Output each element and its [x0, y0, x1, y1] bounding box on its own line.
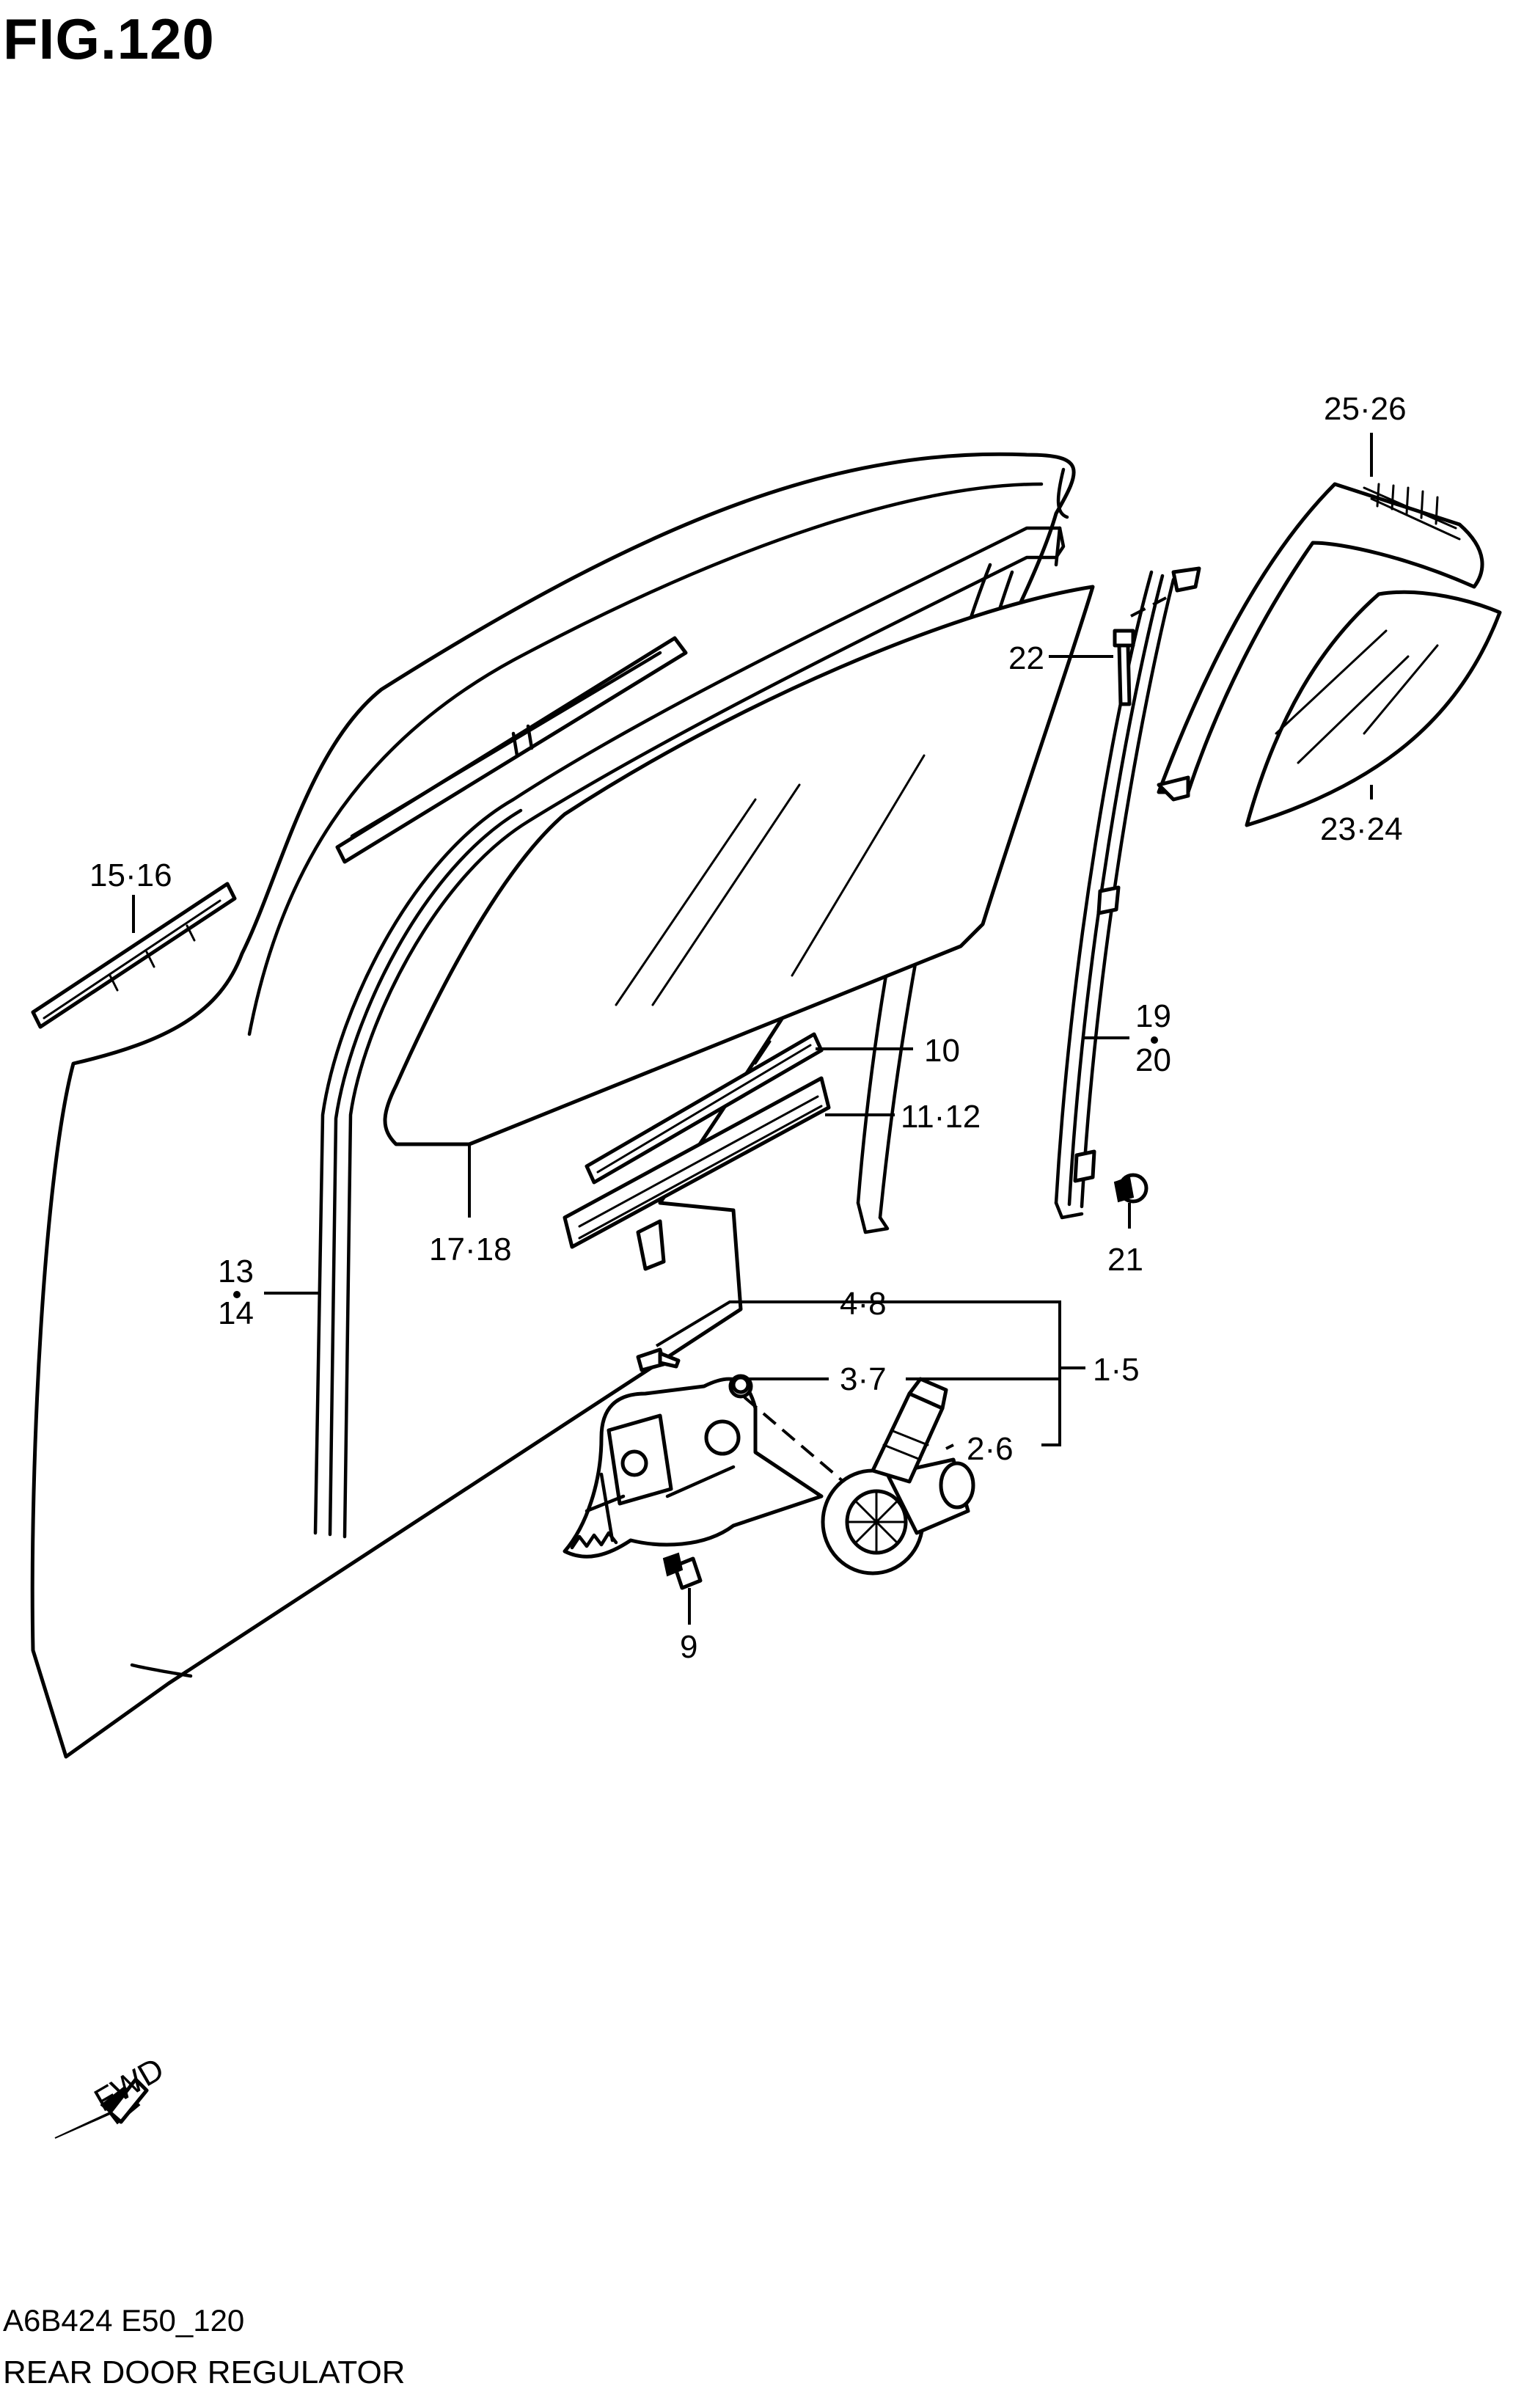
regulator-motor-2-6	[743, 1377, 975, 1576]
callout-23-24: 23·24	[1320, 811, 1403, 847]
callout-labels: 25·26 22 23·24 15·16 19 20 10 11·12 13 1…	[89, 391, 1407, 1665]
weatherstrip-15-16	[31, 882, 237, 1029]
callout-4-8: 4·8	[840, 1286, 887, 1322]
screw-4-8	[636, 1347, 681, 1372]
callout-dot-13-14	[233, 1291, 241, 1298]
leader-lines	[132, 433, 1373, 1625]
callout-20: 20	[1135, 1042, 1171, 1078]
callout-11-12: 11·12	[901, 1099, 981, 1135]
callout-2-6: 2·6	[967, 1431, 1014, 1467]
figure-code: A6B424 E50_120	[3, 2303, 245, 2338]
callout-10: 10	[924, 1033, 960, 1069]
door-glass-17-18	[383, 585, 1095, 1146]
callout-3-7: 3·7	[840, 1361, 887, 1397]
figure-name: REAR DOOR REGULATOR	[3, 2354, 406, 2390]
bolt-9	[662, 1552, 703, 1590]
figure-title: FIG.120	[3, 7, 215, 71]
bolt-21	[1113, 1173, 1149, 1204]
fwd-direction-arrow: FWD	[54, 2051, 170, 2139]
callout-21: 21	[1107, 1242, 1143, 1278]
callout-14: 14	[218, 1295, 254, 1331]
callout-17-18: 17·18	[429, 1232, 512, 1267]
quarter-weatherstrip-25-26	[1157, 482, 1484, 802]
window-regulator-1-5	[563, 1347, 824, 1590]
callout-9: 9	[680, 1629, 697, 1665]
callout-dot-19-20	[1151, 1036, 1158, 1044]
quarter-glass-23-24	[1245, 590, 1502, 827]
callout-1-5: 1·5	[1093, 1352, 1140, 1388]
callout-13: 13	[218, 1254, 254, 1289]
glass-run-channel-11-12	[563, 1076, 831, 1271]
callout-22: 22	[1008, 640, 1044, 676]
callout-25-26: 25·26	[1324, 391, 1407, 427]
division-channel-19-20	[1054, 566, 1201, 1220]
callout-15-16: 15·16	[89, 857, 172, 893]
callout-19: 19	[1135, 998, 1171, 1034]
